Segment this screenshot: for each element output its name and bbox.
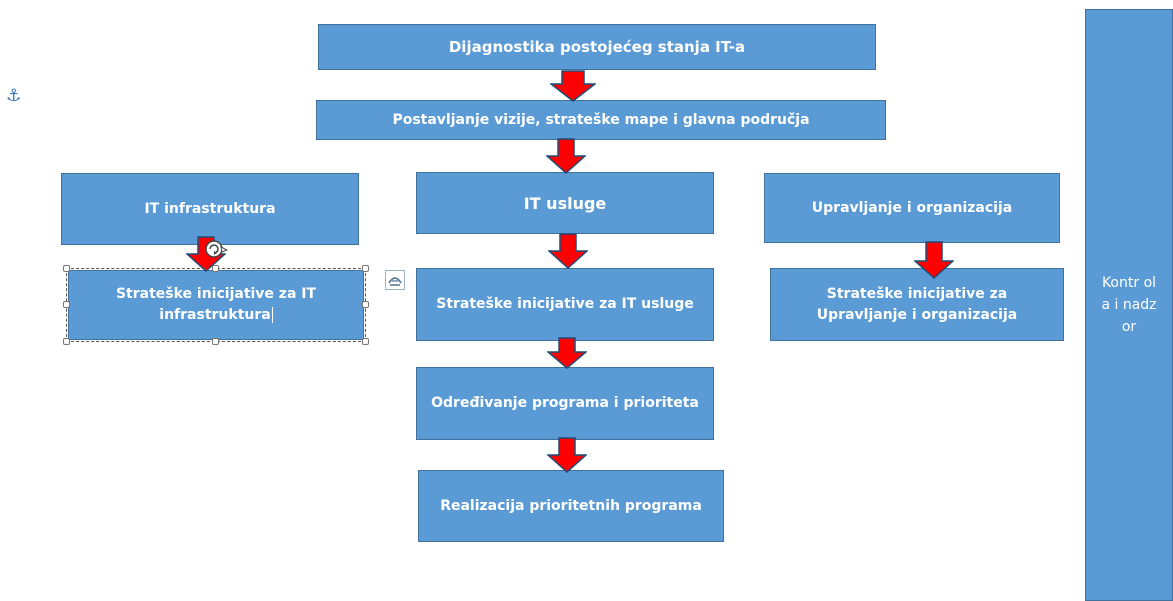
resize-handle-bottom-center[interactable] bbox=[212, 338, 219, 345]
control-box-label: Kontr ola i nadz or bbox=[1101, 275, 1157, 335]
realization-box-label: Realizacija prioritetnih programa bbox=[440, 497, 702, 514]
infra-initiatives-label: Strateške inicijative za IT infrastruktu… bbox=[115, 286, 317, 323]
mgmt-box-label: Upravljanje i organizacija bbox=[811, 199, 1013, 216]
text-cursor bbox=[271, 307, 273, 323]
resize-handle-middle-left[interactable] bbox=[63, 301, 70, 308]
resize-handle-top-left[interactable] bbox=[63, 265, 70, 272]
mgmt-initiatives-label: Strateške inicijative za Upravljanje i o… bbox=[816, 285, 1018, 323]
services-initiatives-box[interactable]: Strateške inicijative za IT usluge bbox=[416, 268, 714, 341]
control-box[interactable]: Kontr ola i nadz or bbox=[1085, 9, 1173, 601]
infra-initiatives-box[interactable]: Strateške inicijative za IT infrastruktu… bbox=[68, 270, 364, 340]
mgmt-initiatives-box[interactable]: Strateške inicijative za Upravljanje i o… bbox=[770, 268, 1064, 341]
anchor-icon: ⚓ bbox=[6, 86, 22, 106]
vision-box-label: Postavljanje vizije, strateške mape i gl… bbox=[392, 111, 810, 128]
top-box[interactable]: Dijagnostika postojećeg stanja IT-a bbox=[318, 24, 876, 70]
down-arrow-icon bbox=[547, 437, 587, 473]
down-arrow-icon bbox=[548, 233, 588, 269]
resize-handle-top-center[interactable] bbox=[212, 265, 219, 272]
layout-options-button[interactable] bbox=[385, 270, 405, 290]
services-box-label: IT usluge bbox=[523, 193, 607, 213]
down-arrow-icon bbox=[914, 241, 954, 279]
resize-handle-middle-right[interactable] bbox=[362, 301, 369, 308]
rotate-handle-icon[interactable] bbox=[202, 238, 228, 260]
down-arrow-icon bbox=[547, 337, 587, 369]
resize-handle-bottom-left[interactable] bbox=[63, 338, 70, 345]
down-arrow-icon bbox=[546, 138, 586, 174]
vision-box[interactable]: Postavljanje vizije, strateške mape i gl… bbox=[316, 100, 886, 140]
infra-box[interactable]: IT infrastruktura bbox=[61, 173, 359, 245]
layout-options-icon bbox=[388, 277, 402, 286]
infra-box-label: IT infrastruktura bbox=[144, 200, 276, 217]
top-box-label: Dijagnostika postojećeg stanja IT-a bbox=[448, 37, 746, 56]
realization-box[interactable]: Realizacija prioritetnih programa bbox=[418, 470, 724, 542]
mgmt-box[interactable]: Upravljanje i organizacija bbox=[764, 173, 1060, 243]
programs-box-label: Određivanje programa i prioriteta bbox=[431, 395, 699, 411]
resize-handle-bottom-right[interactable] bbox=[362, 338, 369, 345]
down-arrow-icon bbox=[186, 236, 226, 272]
programs-box[interactable]: Određivanje programa i prioriteta bbox=[416, 367, 714, 440]
down-arrow-icon bbox=[550, 70, 596, 102]
resize-handle-top-right[interactable] bbox=[362, 265, 369, 272]
services-box[interactable]: IT usluge bbox=[416, 172, 714, 234]
services-initiatives-label: Strateške inicijative za IT usluge bbox=[436, 296, 694, 312]
